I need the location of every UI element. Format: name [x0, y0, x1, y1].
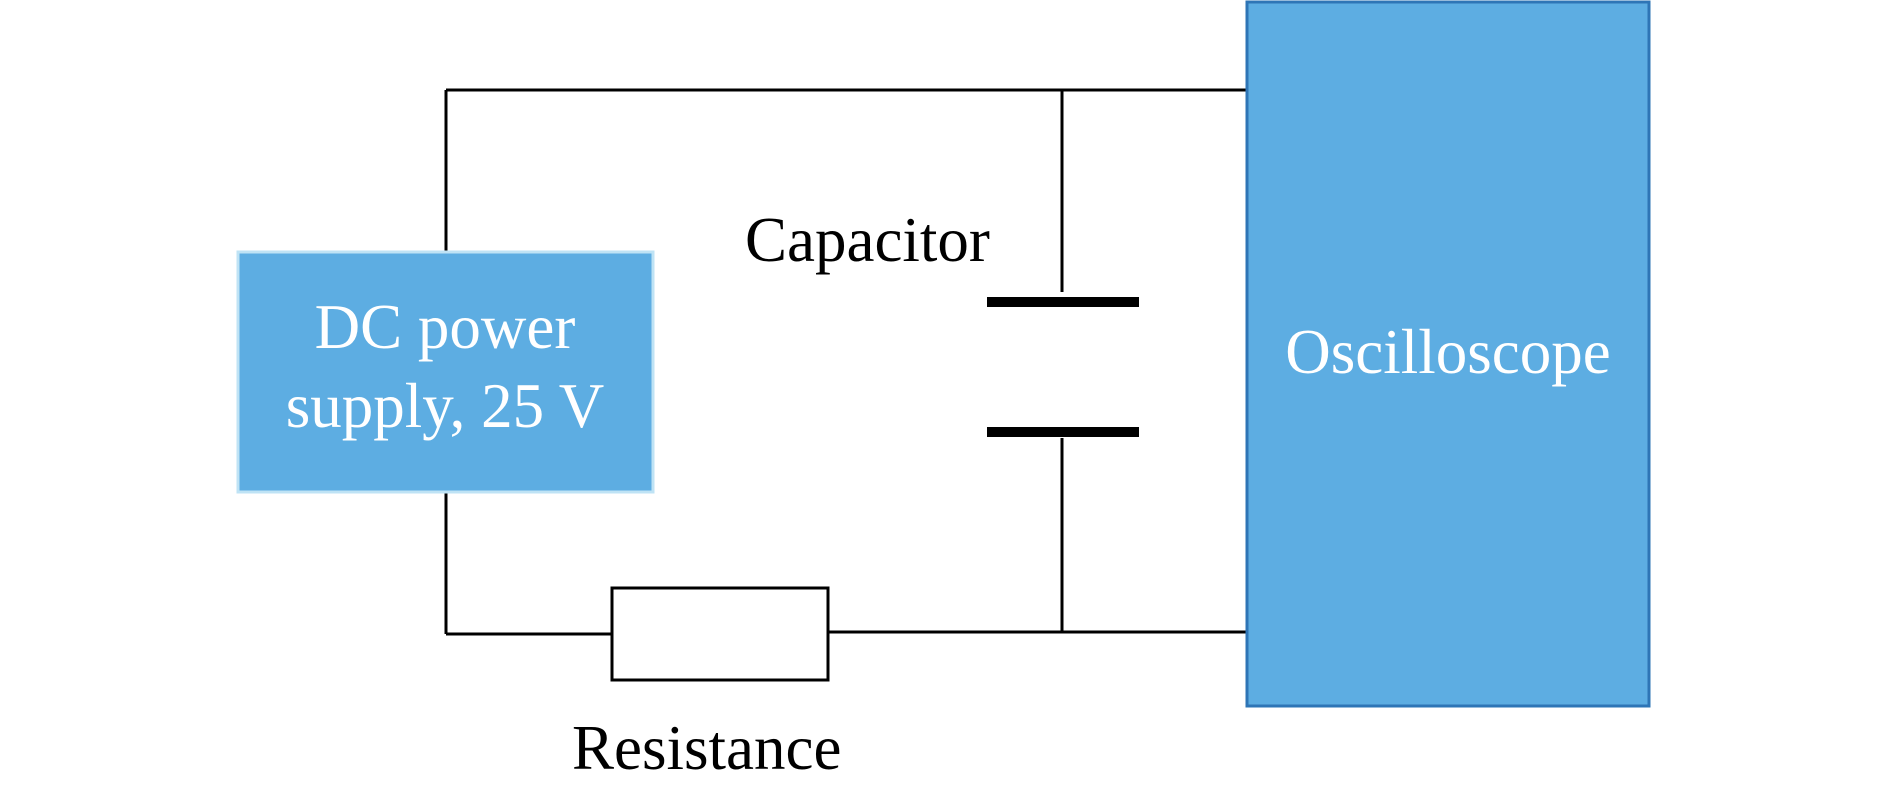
oscilloscope-box: [1245, 0, 1651, 708]
power-supply-label-line1: DC power: [315, 292, 576, 362]
resistance-label: Resistance: [572, 713, 841, 783]
power-supply-box: [236, 250, 655, 494]
power-supply-label-line2: supply, 25 V: [286, 371, 605, 441]
circuit-wires: [444, 88, 1249, 636]
resistor-symbol: [610, 586, 830, 682]
capacitor-symbol: [987, 297, 1139, 437]
capacitor-label: Capacitor: [745, 205, 990, 275]
oscilloscope-label: Oscilloscope: [1285, 317, 1610, 387]
